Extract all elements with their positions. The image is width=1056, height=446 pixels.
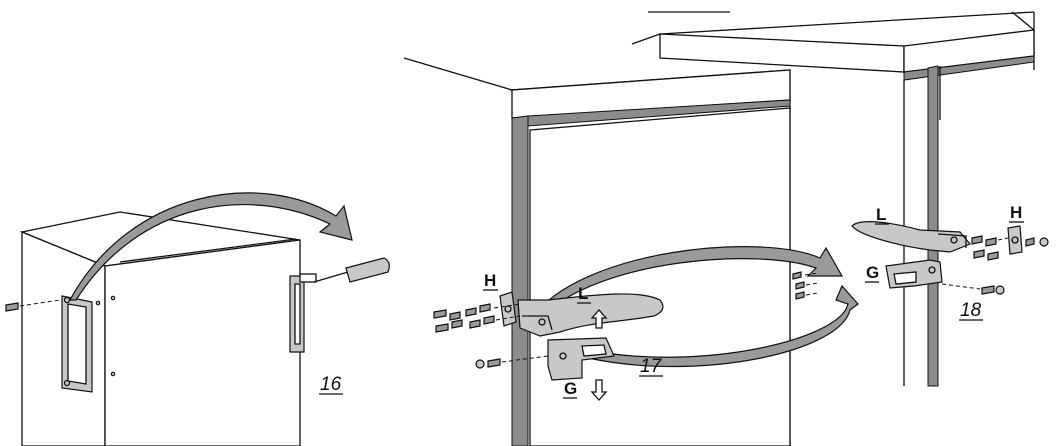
step17-hinge-L (517, 293, 664, 337)
step-number-16: 16 (320, 374, 342, 395)
door-edge (511, 115, 529, 446)
label-l-right: L (876, 205, 886, 224)
label-h-right: H (1010, 203, 1022, 222)
step18-screws (941, 235, 1049, 295)
step16-handle-left (61, 295, 93, 393)
step18-hinge-cover-H (1007, 225, 1023, 255)
middle-screw-set (792, 271, 819, 300)
step-number-18: 18 (960, 300, 982, 321)
label-g-left: G (564, 379, 577, 398)
step16-handle-right (289, 273, 317, 353)
label-h-left: H (484, 271, 496, 290)
screwdriver-icon (313, 257, 390, 283)
step17-screws (433, 303, 549, 369)
label-g-right: G (866, 263, 879, 282)
step18-hinge-G (885, 259, 943, 289)
step17-hinge-G (547, 337, 615, 401)
step16-screw-left (5, 299, 61, 312)
step-number-17: 17 (640, 356, 663, 377)
hinge-transfer-arrow (530, 246, 859, 368)
step16-transfer-arrow (68, 192, 353, 301)
label-l-left: L (578, 284, 588, 303)
step18-hinge-L (851, 221, 971, 253)
